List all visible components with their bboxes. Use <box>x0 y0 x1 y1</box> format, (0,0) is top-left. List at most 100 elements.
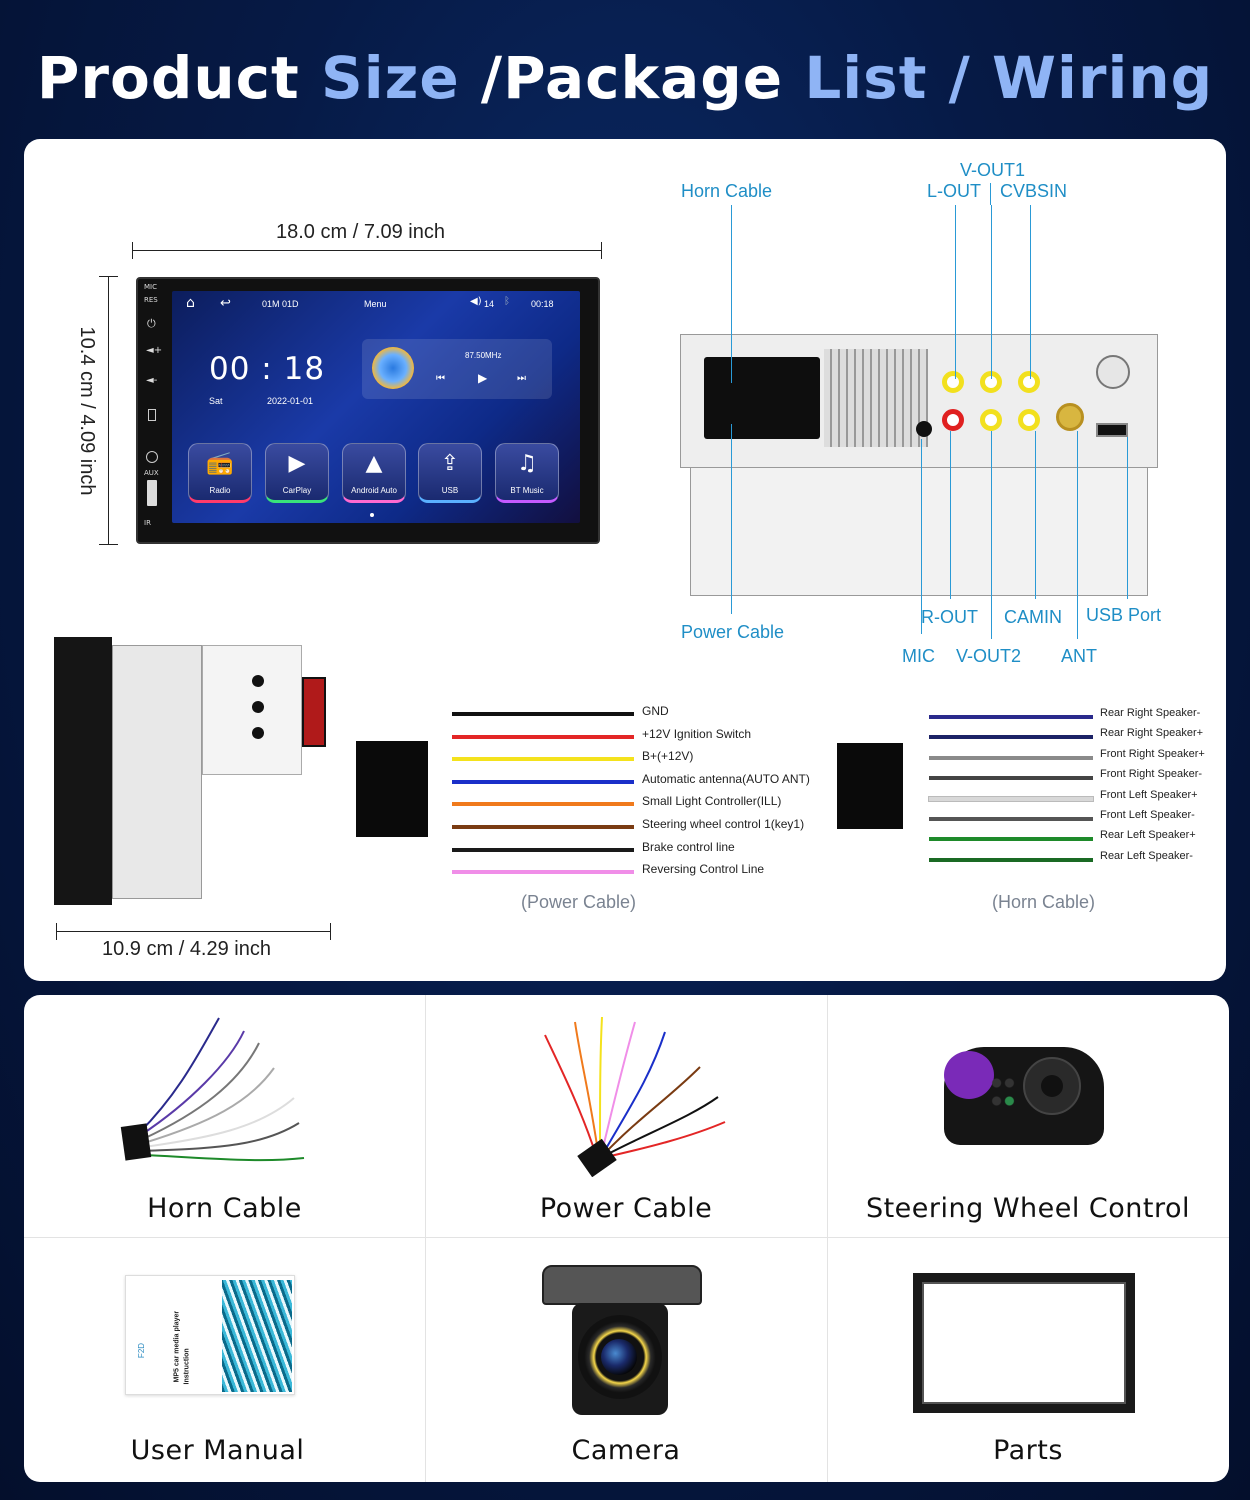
package-item-power-cable: Power Cable <box>425 995 827 1237</box>
package-label-user-manual: User Manual <box>130 1435 305 1466</box>
horn-wire-label-6: Front Left Speaker- <box>1100 809 1195 821</box>
app-label-radio: Radio <box>209 486 231 495</box>
horn-wire-label-7: Rear Left Speaker+ <box>1100 829 1196 842</box>
status-date: 01M 01D <box>262 299 299 309</box>
package-label-power-cable: Power Cable <box>539 1193 713 1224</box>
head-unit-side-view <box>54 637 334 907</box>
width-dimension-label: 18.0 cm / 7.09 inch <box>276 221 445 243</box>
height-dimension-tick-bottom <box>99 544 118 545</box>
gps-port <box>1096 355 1130 389</box>
parts-frame <box>913 1273 1135 1413</box>
depth-dimension-label: 10.9 cm / 4.29 inch <box>102 938 271 960</box>
size-wiring-panel: 18.0 cm / 7.09 inch 10.4 cm / 4.09 inch … <box>24 139 1226 981</box>
power-wire-5 <box>452 802 634 807</box>
iso-connector-block <box>704 357 820 439</box>
leader-v-out1 <box>991 205 992 379</box>
power-wire-label-5: Small Light Controller(ILL) <box>642 794 782 809</box>
side-label-aux: AUX <box>144 469 159 477</box>
app-tile-carplay: ▶ CarPlay <box>265 443 329 503</box>
package-label-camera: Camera <box>571 1435 681 1466</box>
power-wire-3 <box>452 757 634 762</box>
leader-v-out2 <box>991 431 992 639</box>
package-label-horn-cable: Horn Cable <box>147 1193 302 1224</box>
horn-wire-8 <box>929 857 1093 862</box>
leader-cvbsin <box>1030 205 1031 379</box>
status-volume: 14 <box>484 299 495 309</box>
user-manual-title: MP5 car media player Instruction <box>162 1296 191 1386</box>
app-tile-bt-music: ♫ BT Music <box>495 443 559 503</box>
power-wire-7 <box>452 847 634 852</box>
camera-mount-bracket <box>542 1265 702 1305</box>
power-wire-label-2: +12V Ignition Switch <box>642 726 752 741</box>
next-track-icon: ⏭ <box>517 373 526 384</box>
page-title: Product Size /Package List / Wiring <box>0 44 1250 112</box>
app-tile-radio: 📻 Radio <box>188 443 252 503</box>
depth-dimension-tick-right <box>330 923 331 940</box>
label-mic: MIC <box>902 646 935 666</box>
width-dimension-line <box>132 250 602 251</box>
horn-wire-label-4: Front Right Speaker- <box>1100 768 1203 781</box>
clock-day: Sat <box>209 396 223 406</box>
side-view-hole-2 <box>252 701 264 713</box>
clock-display: 00 : 18 <box>209 351 326 387</box>
side-label-ir: IR <box>144 519 151 527</box>
antenna-port <box>1056 403 1084 431</box>
power-wire-label-7: Brake control line <box>642 839 735 854</box>
rca-port-cvbsin <box>1018 371 1040 393</box>
power-wire-4 <box>452 779 634 784</box>
horn-wire-4 <box>929 776 1093 781</box>
prev-track-icon: ⏮ <box>436 373 445 384</box>
label-horn-cable: Horn Cable <box>681 181 773 201</box>
leader-l-out <box>955 205 956 379</box>
mic-jack <box>916 421 932 437</box>
horn-wire-1 <box>929 715 1093 719</box>
usb-port <box>1096 423 1128 437</box>
usb-slot-icon <box>147 480 157 506</box>
grid-divider-1 <box>425 995 426 1482</box>
status-menu: Menu <box>364 299 387 309</box>
side-view-hole-3 <box>252 727 264 739</box>
heatsink <box>824 349 928 447</box>
power-wire-1 <box>452 712 634 716</box>
radio-frequency: 87.50MHz <box>465 351 502 360</box>
label-camin: CAMIN <box>1004 607 1062 627</box>
steering-remote-center-button <box>1041 1075 1063 1097</box>
horn-wire-label-2: Rear Right Speaker+ <box>1100 727 1204 740</box>
music-icon: ♫ <box>517 451 537 476</box>
horn-wire-label-1: Rear Right Speaker- <box>1100 707 1201 719</box>
divider-l-out-cvbsin <box>990 183 991 205</box>
horn-wire-label-8: Rear Left Speaker- <box>1100 849 1193 862</box>
title-part-2: Size <box>320 44 460 112</box>
home-icon: ⌂ <box>186 295 195 311</box>
android-auto-icon: ▲ <box>365 451 383 476</box>
user-manual-title-line-2: Instruction <box>183 1348 191 1385</box>
grid-divider-row <box>24 1237 1229 1238</box>
clock-date: 2022-01-01 <box>267 396 314 406</box>
package-label-steering-wheel-control: Steering Wheel Control <box>865 1193 1191 1224</box>
leader-mic <box>921 439 922 634</box>
user-manual-brand: F2D <box>137 1342 147 1359</box>
user-manual-book: MP5 car media player Instruction F2D <box>125 1275 295 1395</box>
label-v-out1: V-OUT1 <box>960 160 1026 180</box>
horn-connector-block <box>837 743 903 829</box>
title-part-4: List / Wiring <box>804 44 1214 112</box>
power-wire-label-6: Steering wheel control 1(key1) <box>642 817 805 831</box>
horn-wire-label-3: Front Right Speaker+ <box>1100 747 1205 760</box>
bluetooth-icon: ᛒ <box>504 296 510 307</box>
side-label-res: RES <box>144 296 158 304</box>
package-item-user-manual: MP5 car media player Instruction F2D Use… <box>24 1237 425 1482</box>
radio-widget-icon <box>372 347 414 389</box>
side-view-hole-1 <box>252 675 264 687</box>
rca-port-l-out <box>942 371 964 393</box>
volume-down-icon: ◄- <box>146 375 158 386</box>
app-label-bt-music: BT Music <box>510 486 544 495</box>
rca-port-v-out2 <box>980 409 1002 431</box>
power-wire-label-8: Reversing Control Line <box>642 862 765 877</box>
radio-icon: 📻 <box>206 451 234 476</box>
width-dimension-tick-right <box>601 242 602 259</box>
side-view-faceplate <box>54 637 112 905</box>
aux-jack-icon <box>146 451 158 463</box>
width-dimension-tick-left <box>132 242 133 259</box>
side-view-connector <box>302 677 326 747</box>
side-label-mic: MIC <box>144 283 157 291</box>
